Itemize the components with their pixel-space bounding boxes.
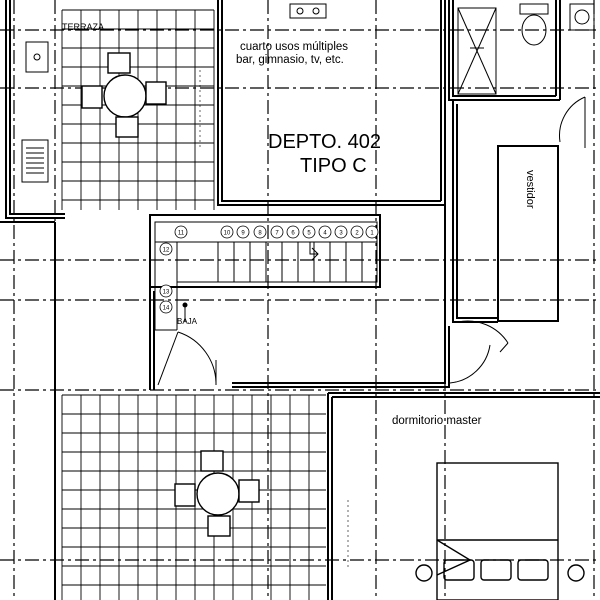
- stair-step-number: 6: [291, 231, 295, 237]
- stair-step-number: 11: [178, 231, 185, 237]
- bed: [415, 462, 585, 600]
- terrace-label: TERRAZA: [62, 22, 104, 32]
- multi-use-room-sublabel: bar, gimnasio, tv, etc.: [236, 54, 344, 66]
- stair-step-number: 3: [339, 231, 343, 237]
- stair-step-marker: [236, 225, 250, 239]
- stair-step-marker: [302, 225, 316, 239]
- stair-step-marker: [253, 225, 267, 239]
- stair-step-marker: [334, 225, 348, 239]
- stair-arrow: [182, 242, 319, 322]
- ac-unit-top: [25, 41, 49, 73]
- stair-step-marker: [174, 225, 188, 239]
- stair-step-marker: [220, 225, 234, 239]
- stair-step-number: 9: [241, 231, 245, 237]
- table-set-top: [81, 52, 167, 138]
- stair-step-number: 4: [323, 231, 327, 237]
- stair-direction-label: BAJA: [177, 317, 198, 326]
- bathroom-fixtures: [289, 3, 595, 95]
- stair-step-marker: [159, 242, 173, 256]
- wall-notes: [199, 70, 349, 570]
- stair-step-marker: [159, 284, 173, 298]
- stair-step-number: 10: [224, 231, 231, 237]
- table-set-bottom: [174, 450, 260, 537]
- terrace-tile-grid-top: [61, 9, 215, 210]
- stair-step-number: 12: [163, 248, 170, 254]
- unit-title: DEPTO. 402: [268, 131, 381, 153]
- stair-step-marker: [365, 225, 379, 239]
- stair-run: [154, 221, 378, 331]
- stair-step-marker: [270, 225, 284, 239]
- stair-step-marker: [350, 225, 364, 239]
- unit-type: TIPO C: [300, 155, 367, 177]
- stair-outline: [177, 242, 378, 283]
- stair-step-number: 5: [307, 231, 311, 237]
- stair-step-marker: [286, 225, 300, 239]
- terrace-tile-grid-bottom: [61, 394, 326, 600]
- master-bedroom-label: dormitorio master: [392, 415, 482, 427]
- multi-use-room-label: cuarto usos múltiples: [240, 41, 348, 53]
- stair-step-number: 7: [275, 231, 279, 237]
- stair-step-marker: [318, 225, 332, 239]
- doors: [157, 96, 586, 386]
- stair-step-number: 1: [370, 231, 374, 237]
- stair-step-number: 13: [163, 290, 170, 296]
- stair-step-number: 8: [258, 231, 262, 237]
- stair-step-number: 2: [355, 231, 359, 237]
- stair-step-marker: [159, 300, 173, 314]
- stair-step-number: 14: [163, 306, 170, 312]
- dressing-room-label: vestidor: [524, 170, 536, 209]
- vent-grille: [21, 139, 49, 183]
